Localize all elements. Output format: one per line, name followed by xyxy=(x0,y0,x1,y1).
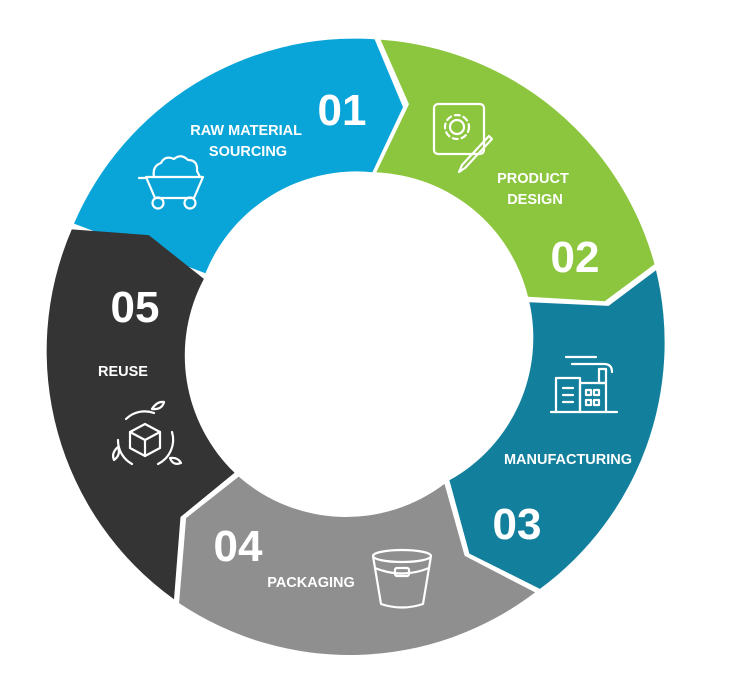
stage-03-segment: 03 MANUFACTURING xyxy=(449,270,665,589)
bucket-icon xyxy=(371,548,433,609)
stage-03-arc xyxy=(449,270,665,589)
stage-01-label-line-2: SOURCING xyxy=(209,144,287,160)
stage-01-label: RAW MATERIAL SOURCING xyxy=(190,123,305,160)
stage-04-segment: 04 PACKAGING xyxy=(179,476,536,656)
center-circle xyxy=(214,190,518,494)
stage-02-segment: 02 PRODUCT DESIGN xyxy=(376,39,655,302)
mine-cart-icon xyxy=(137,155,205,210)
stage-05-number: 05 xyxy=(111,283,160,332)
stage-03-label: MANUFACTURING xyxy=(504,452,632,468)
stage-04-label-line-1: PACKAGING xyxy=(267,575,355,591)
recycle-box-icon xyxy=(112,400,183,466)
stage-05-label: REUSE xyxy=(98,364,148,380)
stage-01-number: 01 xyxy=(318,86,367,135)
stage-02-label: PRODUCT DESIGN xyxy=(497,171,573,208)
gear-pencil-design-icon xyxy=(432,102,494,174)
stage-05-arc xyxy=(46,229,235,600)
stage-03-label-line-1: MANUFACTURING xyxy=(504,452,632,468)
stage-05-label-line-1: REUSE xyxy=(98,364,148,380)
stage-02-label-line-1: PRODUCT xyxy=(497,171,569,187)
stage-01-segment: 01 RAW MATERIAL SOURCING xyxy=(74,38,403,274)
stage-04-arc xyxy=(179,476,536,656)
stage-01-arc xyxy=(74,38,403,274)
stage-04-number: 04 xyxy=(214,522,263,571)
stage-03-number: 03 xyxy=(493,500,542,549)
stage-02-number: 02 xyxy=(551,233,600,282)
stage-04-label: PACKAGING xyxy=(267,575,355,591)
stage-02-label-line-2: DESIGN xyxy=(507,192,563,208)
stage-01-label-line-1: RAW MATERIAL xyxy=(190,123,302,139)
factory-icon xyxy=(549,355,619,414)
stage-05-segment: 05 REUSE xyxy=(46,229,235,600)
